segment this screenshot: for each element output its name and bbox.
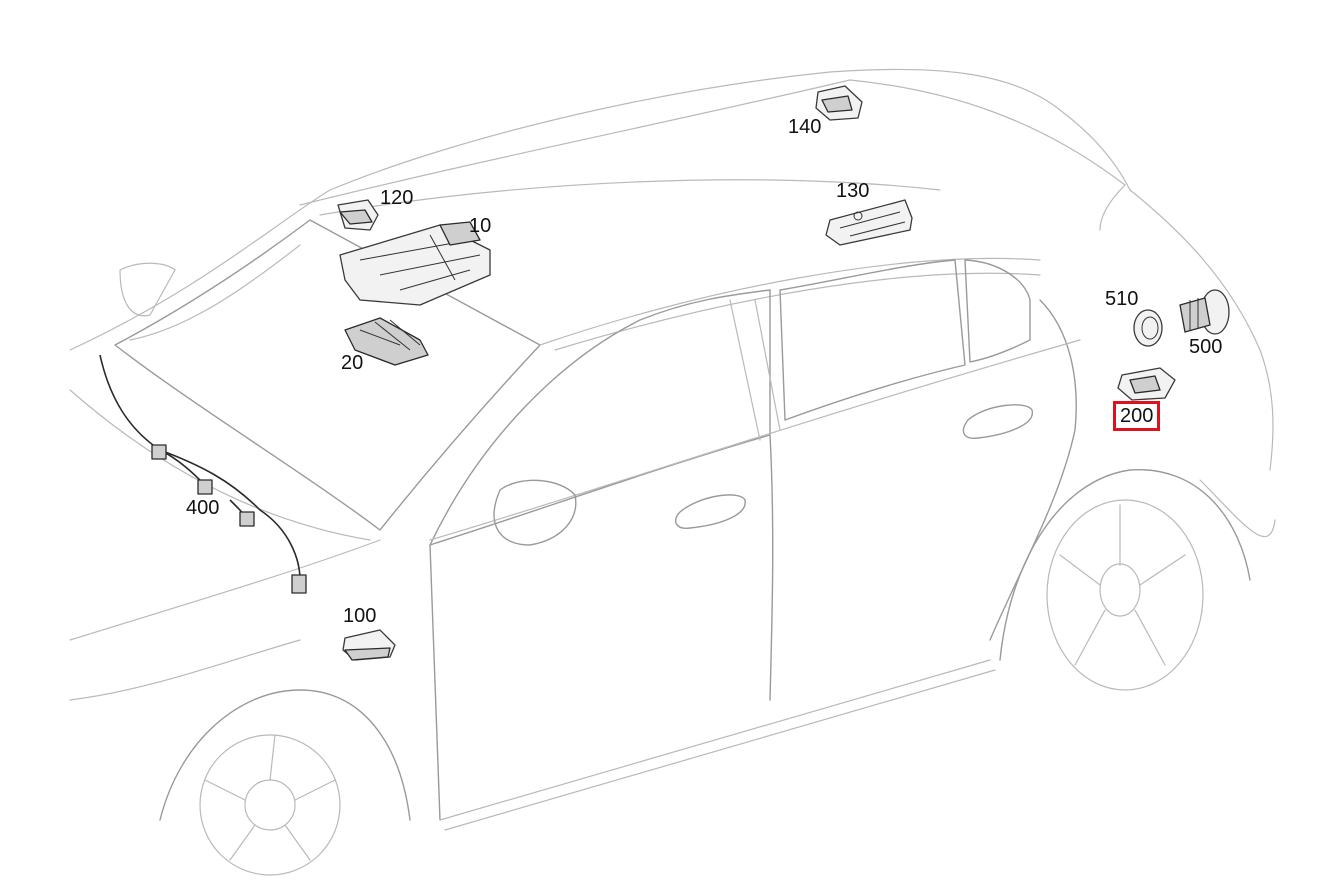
callout-500: 500 [1189, 336, 1223, 358]
callout-20: 20 [341, 352, 364, 374]
callout-200: 200 [1113, 401, 1161, 431]
callout-510: 510 [1105, 288, 1139, 310]
part-500-socket [1179, 289, 1230, 335]
callout-120: 120 [380, 187, 414, 209]
callout-140: 140 [788, 116, 822, 138]
callout-400: 400 [186, 497, 220, 519]
part-400-wiring-harness [99, 354, 307, 594]
part-120-reading-lamp [337, 199, 379, 231]
part-140-lamp [815, 85, 863, 121]
callout-10: 10 [469, 215, 492, 237]
part-20-control-module [344, 317, 429, 366]
part-200-lamp [1117, 367, 1176, 401]
part-10-overhead-control-panel [339, 221, 491, 306]
part-130-module [825, 199, 913, 246]
part-100-lamp [342, 629, 396, 661]
callout-100: 100 [343, 605, 377, 627]
part-510-cap [1133, 309, 1163, 347]
callout-130: 130 [836, 180, 870, 202]
car-body-outline [69, 68, 1276, 876]
